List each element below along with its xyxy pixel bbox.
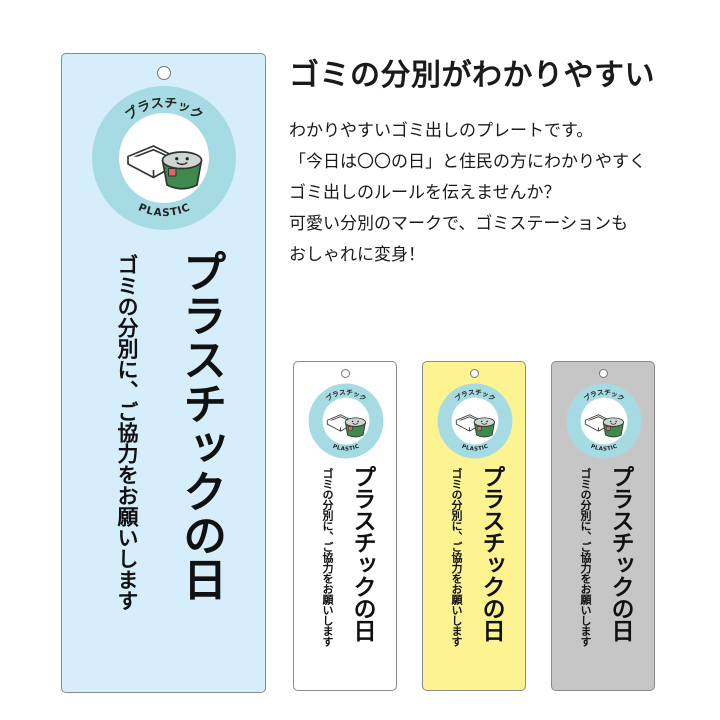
svg-text:PLASTIC: PLASTIC	[590, 444, 619, 453]
headline: ゴミの分別がわかりやすい	[289, 58, 655, 93]
plate-subtitle: ゴミの分別に、ご協力をお願いします	[321, 468, 334, 647]
plastic-emblem-icon: プラスチック PLASTIC	[91, 85, 237, 231]
emblem-bottom-text: PLASTIC	[461, 444, 490, 453]
description-line: おしゃれに変身！	[289, 245, 425, 265]
description-line: わかりやすいゴミ出しのプレートです。	[289, 121, 594, 141]
plastic-emblem-icon: プラスチック PLASTIC	[566, 383, 642, 459]
description: わかりやすいゴミ出しのプレートです。 「今日は〇〇の日」と住民の方にわかりやすく…	[289, 116, 709, 271]
plate-main: プラスチック PLASTIC プラスチックの日 ゴミの分別に、ご協力をお願いしま…	[61, 53, 266, 693]
plate-subtitle: ゴミの分別に、ご協力をお願いします	[115, 254, 139, 611]
plate-title: プラスチックの日	[607, 465, 633, 641]
hanging-hole	[340, 369, 350, 378]
plate-variant-gray: プラスチック PLASTIC プラスチックの日 ゴミの分別に、ご協力をお願いしま…	[551, 361, 655, 691]
description-line: 可愛い分別のマークで、ゴミステーションも	[289, 214, 628, 234]
plate-title: プラスチックの日	[349, 465, 375, 641]
hanging-hole	[156, 66, 171, 80]
plate-variant-yellow: プラスチック PLASTIC プラスチックの日 ゴミの分別に、ご協力をお願いしま…	[422, 361, 526, 691]
hanging-hole	[469, 369, 479, 378]
plastic-emblem-icon: プラスチック PLASTIC	[308, 383, 384, 459]
emblem-bottom-text: PLASTIC	[590, 444, 619, 453]
plate-subtitle: ゴミの分別に、ご協力をお願いします	[579, 468, 592, 647]
plate-title: プラスチックの日	[478, 465, 504, 641]
plate-variant-white: プラスチック PLASTIC プラスチックの日 ゴミの分別に、ご協力をお願いしま…	[293, 361, 397, 691]
plate-title: プラスチックの日	[175, 249, 226, 601]
hanging-hole	[598, 369, 608, 378]
plastic-emblem-icon: プラスチック PLASTIC	[437, 383, 513, 459]
svg-text:PLASTIC: PLASTIC	[461, 444, 490, 453]
svg-text:PLASTIC: PLASTIC	[332, 444, 361, 453]
plate-subtitle: ゴミの分別に、ご協力をお願いします	[450, 468, 463, 647]
description-line: ゴミ出しのルールを伝えませんか？	[289, 183, 561, 203]
emblem-bottom-text: PLASTIC	[136, 202, 191, 220]
svg-text:PLASTIC: PLASTIC	[136, 202, 191, 220]
emblem-bottom-text: PLASTIC	[332, 444, 361, 453]
description-line: 「今日は〇〇の日」と住民の方にわかりやすく	[289, 152, 646, 172]
